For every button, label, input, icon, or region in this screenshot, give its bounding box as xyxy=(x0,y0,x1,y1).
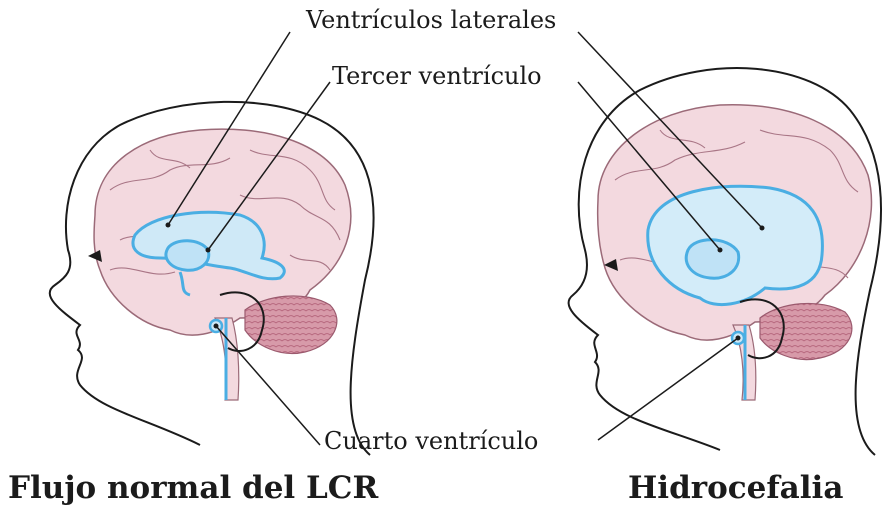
caption-hydrocephalus: Hidrocefalia xyxy=(628,470,843,506)
hydrocephalus-cerebellum xyxy=(760,303,852,359)
caption-normal-csf-flow: Flujo normal del LCR xyxy=(8,470,378,506)
label-lateral-ventricles: Ventrículos laterales xyxy=(306,6,556,34)
label-fourth-ventricle: Cuarto ventrículo xyxy=(324,427,538,455)
hydrocephalus-ventricles xyxy=(648,186,823,304)
label-third-ventricle: Tercer ventrículo xyxy=(332,62,542,90)
normal-head-figure xyxy=(50,32,374,455)
hydrocephalus-head-figure xyxy=(569,32,881,455)
